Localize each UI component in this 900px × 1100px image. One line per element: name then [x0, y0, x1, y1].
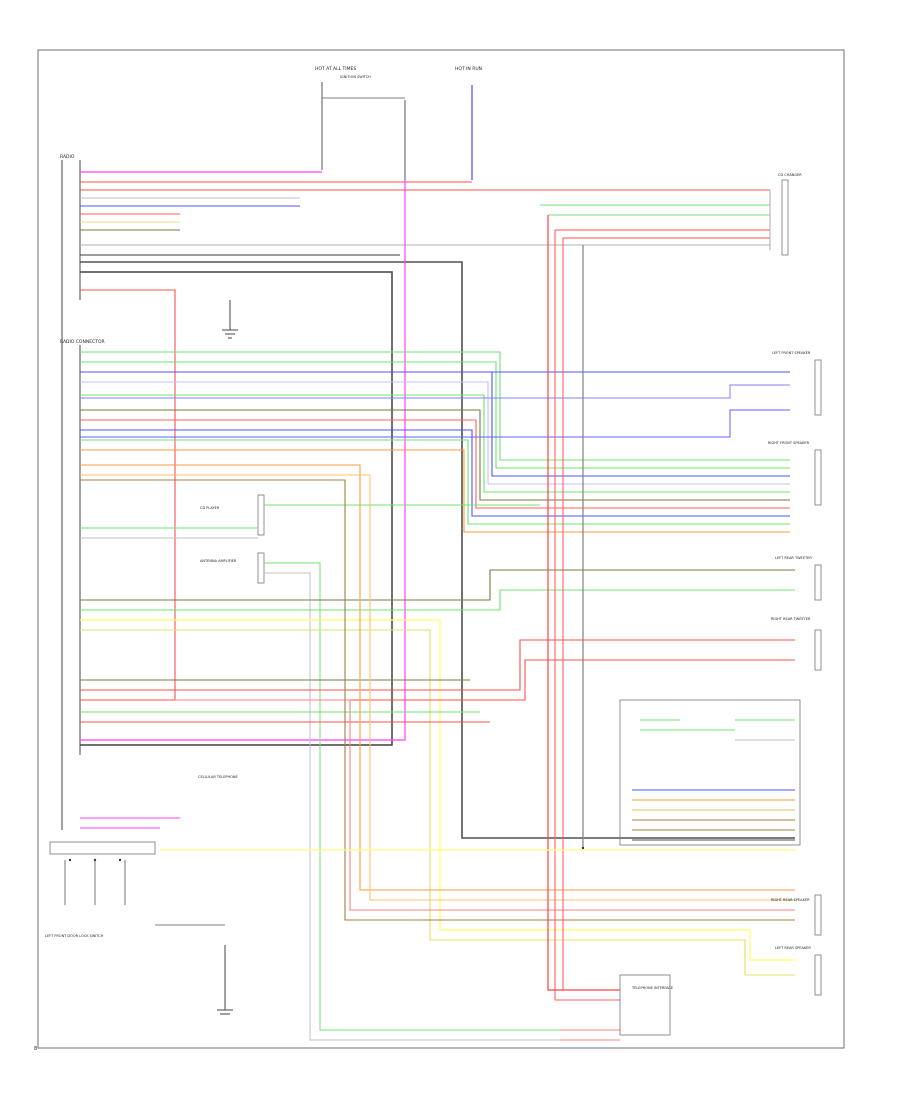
wire-spk-3 — [80, 381, 790, 485]
switch-pin-1 — [68, 858, 72, 862]
telephone-interface-box — [619, 974, 671, 1036]
wire-rrs-yel2 — [80, 629, 795, 976]
label-telephone-interface: TELEPHONE INTERFACE — [632, 986, 674, 990]
rr-speaker-connector — [814, 894, 822, 936]
door-lock-switch-box — [49, 841, 156, 855]
header-hot-in-run: HOT IN RUN — [455, 67, 483, 72]
label-door-lock-switch: LEFT FRONT DOOR LOCK SWITCH — [45, 934, 104, 938]
wire-spk-9 — [80, 449, 790, 533]
wire-blk-ground — [80, 261, 795, 839]
wire-pnk-down — [80, 180, 406, 741]
wire-spk-5 — [80, 409, 790, 501]
cd-changer-connector — [781, 179, 789, 256]
label-lr-speaker: LEFT REAR SPEAKER — [775, 946, 811, 950]
wire-ant-grn — [264, 562, 560, 1031]
wire-spk-7 — [80, 429, 790, 517]
lr-tweeter-connector — [814, 564, 822, 601]
label-lr-tweeter: LEFT REAR TWEETER — [775, 556, 812, 560]
label-cellular-telephone: CELLULAR TELEPHONE — [198, 775, 238, 779]
label-antenna-amplifier: ANTENNA AMPLIFIER — [200, 559, 237, 563]
wire-rrs-brn — [80, 479, 795, 921]
label-radio-connector: RADIO CONNECTOR — [60, 340, 105, 345]
wire-ant-gry — [264, 572, 560, 1041]
diagram-border — [37, 49, 845, 1049]
wire-rrt-red — [80, 639, 795, 691]
wire-spk-4 — [80, 394, 790, 493]
wire-rrs-yel — [80, 619, 795, 961]
wire-tel-red — [547, 215, 620, 991]
ground-symbol — [222, 300, 238, 339]
switch-pin-3 — [118, 858, 122, 862]
page-number: 8 — [34, 1046, 38, 1052]
ground-symbol-2 — [217, 945, 233, 1015]
lr-speaker-connector — [814, 954, 822, 996]
label-cd-player: CD PLAYER — [200, 506, 220, 510]
wire-tel-red2 — [554, 230, 620, 1001]
label-cd-changer: CD CHANGER — [778, 173, 802, 177]
wire-lrt-brn — [80, 569, 795, 601]
wire-red-down — [80, 289, 176, 700]
label-lf-speaker: LEFT FRONT SPEAKER — [772, 351, 811, 355]
wire-rrs-org2 — [80, 474, 795, 901]
wire-spk-6 — [80, 419, 790, 509]
label-rf-speaker: RIGHT FRONT SPEAKER — [768, 441, 810, 445]
wire-lf-blu2 — [80, 384, 790, 399]
label-rr-tweeter: RIGHT REAR TWEETER — [771, 617, 811, 621]
wire-rrs-org — [80, 464, 795, 891]
lf-speaker-connector — [814, 359, 822, 416]
wire-spk-0 — [80, 351, 790, 461]
header-hot-at-all-times: HOT AT ALL TIMES — [315, 67, 357, 72]
rr-tweeter-connector — [814, 629, 822, 671]
antenna-connector — [257, 552, 265, 584]
cd-player-connector — [257, 494, 265, 536]
rf-speaker-connector — [814, 449, 822, 506]
label-radio-left: RADIO — [60, 155, 75, 160]
splice-ground — [581, 846, 585, 850]
wire-lf-blu3 — [80, 409, 790, 438]
label-rr-speaker: RIGHT REAR SPEAKER — [771, 898, 810, 902]
wire-spk-1 — [80, 361, 790, 469]
wire-spk-8 — [80, 439, 790, 525]
wire-blk-2 — [80, 271, 393, 746]
header-ignition-switch: IGNITION SWITCH — [340, 75, 371, 79]
wire-lrt-grn — [80, 589, 795, 611]
cd-player-box — [619, 699, 801, 846]
wire-rrs-red — [175, 699, 795, 911]
